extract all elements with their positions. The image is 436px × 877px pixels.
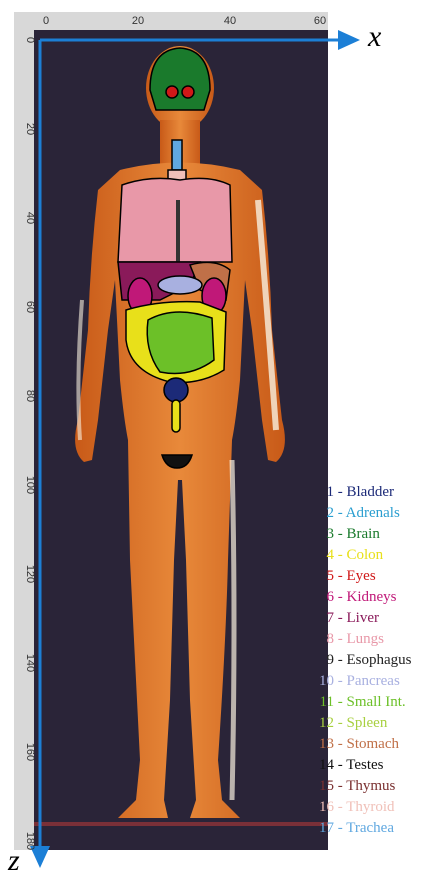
organ-lungs (118, 178, 232, 262)
legend-item: 1 - Bladder (312, 482, 436, 503)
legend-number: 12 (312, 713, 334, 734)
legend-label: - Thymus (334, 778, 395, 794)
legend-number: 2 (312, 503, 334, 524)
legend-item: 2 - Adrenals (312, 503, 436, 524)
legend-item: 4 - Colon (312, 545, 436, 566)
legend-label: - Brain (334, 526, 380, 542)
legend-label: - Stomach (334, 736, 399, 752)
z-tick-label: 160 (24, 743, 36, 761)
legend-label: - Lungs (334, 631, 384, 647)
legend-label: - Trachea (334, 820, 394, 836)
z-tick-label: 180 (24, 832, 36, 850)
z-tick-label: 120 (24, 565, 36, 583)
legend-item: 3 - Brain (312, 524, 436, 545)
legend-label: - Bladder (334, 484, 394, 500)
floor-line (34, 822, 328, 826)
legend-item: 16 - Thyroid (312, 797, 436, 818)
z-tick-label: 100 (24, 476, 36, 494)
z-tick-label: 140 (24, 654, 36, 672)
legend-number: 1 (312, 482, 334, 503)
legend-item: 8 - Lungs (312, 629, 436, 650)
x-ruler (32, 12, 328, 30)
leg-highlight-right (232, 460, 234, 800)
legend-number: 3 (312, 524, 334, 545)
legend-item: 15 - Thymus (312, 776, 436, 797)
legend-number: 10 (312, 671, 334, 692)
legend-number: 5 (312, 566, 334, 587)
z-tick-label: 20 (24, 123, 36, 135)
organ-colon-lower (172, 400, 180, 432)
legend-number: 6 (312, 587, 334, 608)
legend-item: 6 - Kidneys (312, 587, 436, 608)
organ-small-intestine (147, 312, 214, 374)
legend-number: 15 (312, 776, 334, 797)
legend-label: - Esophagus (334, 652, 412, 668)
legend-number: 11 (312, 692, 334, 713)
legend-label: - Small Int. (334, 694, 406, 710)
organ-bladder (164, 378, 188, 402)
x-axis-label: x (368, 22, 381, 52)
organ-eye-left (166, 86, 178, 98)
legend-item: 7 - Liver (312, 608, 436, 629)
legend-label: - Colon (334, 547, 383, 563)
legend-number: 7 (312, 608, 334, 629)
legend-label: - Pancreas (334, 673, 400, 689)
legend-label: - Eyes (334, 568, 376, 584)
legend-label: - Liver (334, 610, 379, 626)
organ-eye-right (182, 86, 194, 98)
x-tick-label: 60 (314, 15, 326, 27)
legend-label: - Testes (334, 757, 384, 773)
organ-pancreas (158, 276, 202, 294)
z-axis-label: z (8, 846, 20, 876)
z-tick-label: 80 (24, 390, 36, 402)
legend-number: 13 (312, 734, 334, 755)
x-tick-label: 40 (224, 15, 236, 27)
z-tick-label: 60 (24, 301, 36, 313)
x-tick-label: 20 (132, 15, 144, 27)
legend-number: 17 (312, 818, 334, 839)
legend-item: 10 - Pancreas (312, 671, 436, 692)
x-tick-label: 0 (43, 15, 49, 27)
organ-trachea (172, 140, 182, 170)
legend-number: 16 (312, 797, 334, 818)
legend-item: 13 - Stomach (312, 734, 436, 755)
legend-label: - Spleen (334, 715, 387, 731)
legend-item: 17 - Trachea (312, 818, 436, 839)
legend-label: - Adrenals (334, 505, 400, 521)
legend-item: 11 - Small Int. (312, 692, 436, 713)
legend-item: 14 - Testes (312, 755, 436, 776)
legend-number: 9 (312, 650, 334, 671)
organ-brain (150, 48, 210, 110)
z-tick-label: 40 (24, 212, 36, 224)
legend-item: 12 - Spleen (312, 713, 436, 734)
z-tick-label: 0 (24, 37, 36, 43)
legend-number: 8 (312, 629, 334, 650)
legend-item: 5 - Eyes (312, 566, 436, 587)
legend-number: 14 (312, 755, 334, 776)
legend-label: - Kidneys (334, 589, 397, 605)
z-ruler (14, 12, 34, 850)
x-axis-arrow (338, 30, 360, 50)
legend-number: 4 (312, 545, 334, 566)
legend-label: - Thyroid (334, 799, 395, 815)
legend-item: 9 - Esophagus (312, 650, 436, 671)
